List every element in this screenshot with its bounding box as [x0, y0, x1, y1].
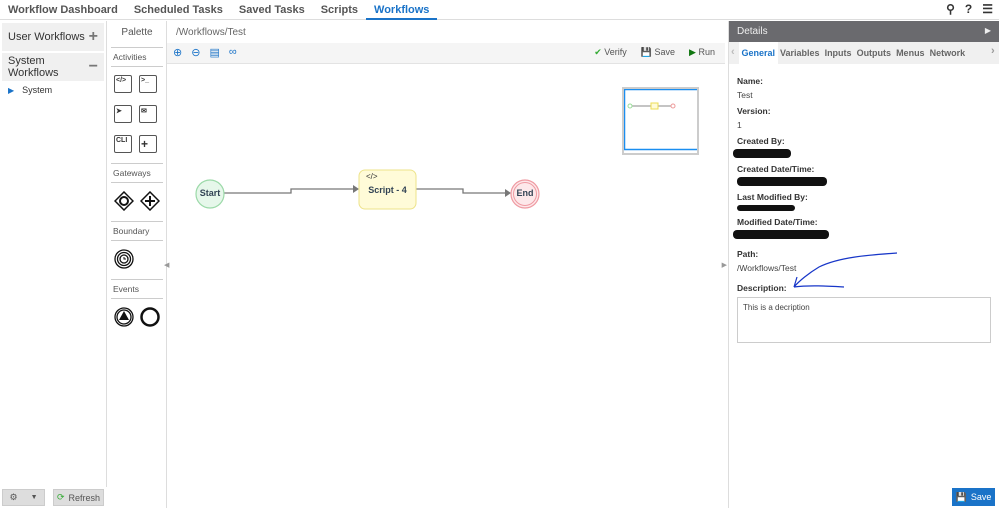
- cli-activity-icon[interactable]: CLI: [114, 135, 132, 153]
- description-label: Description:: [737, 283, 787, 293]
- details-tabs: ‹ General Variables Inputs Outputs Menus…: [729, 42, 999, 64]
- events-heading: Events: [111, 279, 163, 299]
- redacted-modified-by: [737, 205, 795, 211]
- version-label: Version:: [737, 106, 771, 116]
- verify-button[interactable]: ✔ Verify: [594, 47, 627, 57]
- redacted-created-by: [733, 149, 791, 158]
- tab-outputs[interactable]: Outputs: [856, 48, 892, 58]
- left-footer: ⚙ ▼ ⟳Refresh: [0, 487, 107, 508]
- name-value: Test: [737, 90, 753, 100]
- search-icon[interactable]: ⚲: [946, 2, 955, 16]
- gateways-heading: Gateways: [111, 163, 163, 183]
- tab-inputs[interactable]: Inputs: [824, 48, 852, 58]
- arrowhead: [353, 185, 359, 193]
- caret-right-icon[interactable]: ▶: [8, 86, 15, 95]
- refresh-icon: ⟳: [56, 492, 65, 502]
- terminal-activity-icon[interactable]: >_: [139, 75, 157, 93]
- code-icon: </>: [366, 172, 378, 181]
- tab-scripts[interactable]: Scripts: [320, 4, 359, 16]
- workflow-diagram: [195, 169, 540, 210]
- signal-event-icon[interactable]: [114, 307, 134, 327]
- tab-scheduled-tasks[interactable]: Scheduled Tasks: [133, 4, 223, 16]
- check-icon: ✔: [594, 47, 602, 57]
- zoom-out-icon[interactable]: ⊖: [191, 47, 201, 59]
- arrowhead: [505, 189, 511, 197]
- created-by-label: Created By:: [737, 136, 785, 146]
- play-icon: ▶: [689, 47, 696, 57]
- minimap-view: [623, 88, 701, 151]
- script-node-label: Script - 4: [368, 185, 407, 195]
- tab-menus[interactable]: Menus: [896, 48, 925, 58]
- minus-icon[interactable]: −: [88, 58, 98, 75]
- start-node[interactable]: [195, 179, 225, 209]
- palette-panel: Palette Activities </> >_ ➤ ✉ CLI + Gate…: [108, 21, 167, 487]
- user-workflows-header[interactable]: User Workflows+: [2, 23, 104, 51]
- canvas-toolbar: ⊕ ⊖ ▤ ∞ ✔ Verify 💾 Save ▶ Run: [167, 43, 725, 64]
- name-label: Name:: [737, 76, 763, 86]
- floppy-icon: 💾: [640, 47, 653, 57]
- details-save-button[interactable]: 💾Save: [952, 488, 995, 506]
- handwritten-arrow-annotation: [793, 252, 898, 288]
- mail-activity-icon[interactable]: ✉: [139, 105, 157, 123]
- palette-title: Palette: [121, 27, 153, 38]
- gear-icon: ⚙: [9, 492, 18, 502]
- add-activity-icon[interactable]: +: [139, 135, 157, 153]
- caret-down-icon: ▼: [30, 494, 38, 501]
- connector-script-end[interactable]: [416, 188, 507, 194]
- tabs-scroll-left-icon[interactable]: ‹: [731, 46, 735, 58]
- script-activity-icon[interactable]: </>: [114, 75, 132, 93]
- zoom-in-icon[interactable]: ⊕: [173, 47, 183, 59]
- collapse-details-handle[interactable]: ▶: [721, 262, 727, 269]
- timer-boundary-icon[interactable]: [114, 249, 134, 269]
- redacted-created-date: [737, 177, 827, 186]
- minimap[interactable]: [622, 87, 701, 155]
- workflow-tree-panel: User Workflows+ System Workflows− ▶Syste…: [0, 21, 107, 487]
- tab-saved-tasks[interactable]: Saved Tasks: [238, 4, 305, 16]
- script-node[interactable]: [358, 169, 417, 210]
- inclusive-gateway-icon[interactable]: [114, 191, 134, 211]
- tab-workflow-dashboard[interactable]: Workflow Dashboard: [8, 4, 118, 16]
- end-event-icon[interactable]: [140, 307, 160, 327]
- tree-item-system[interactable]: ▶System: [8, 85, 53, 95]
- tab-network[interactable]: Network: [929, 48, 966, 58]
- details-panel: Details▶ ‹ General Variables Inputs Outp…: [728, 21, 999, 508]
- menu-icon[interactable]: ☰: [982, 2, 993, 16]
- floppy-icon: 💾: [955, 491, 967, 502]
- last-modified-by-label: Last Modified By:: [737, 192, 808, 202]
- activities-heading: Activities: [111, 47, 163, 67]
- redacted-modified-date: [733, 230, 829, 239]
- help-icon[interactable]: ?: [964, 2, 973, 16]
- save-workflow-button[interactable]: 💾 Save: [640, 47, 676, 57]
- description-textarea[interactable]: This is a decription: [737, 297, 991, 343]
- tabs-scroll-right-icon[interactable]: ›: [991, 42, 999, 64]
- run-button[interactable]: ▶ Run: [689, 47, 715, 57]
- refresh-button[interactable]: ⟳Refresh: [53, 489, 104, 506]
- top-nav: Workflow Dashboard Scheduled Tasks Saved…: [0, 0, 999, 20]
- tab-variables[interactable]: Variables: [780, 48, 820, 58]
- tab-general[interactable]: General: [739, 42, 778, 64]
- parallel-gateway-icon[interactable]: [140, 191, 160, 211]
- start-node-label: Start: [199, 188, 221, 198]
- settings-dropdown-button[interactable]: ⚙ ▼: [2, 489, 45, 506]
- send-activity-icon[interactable]: ➤: [114, 105, 132, 123]
- system-workflows-header[interactable]: System Workflows−: [2, 53, 104, 81]
- collapse-arrow-icon[interactable]: ▶: [984, 26, 991, 35]
- modified-date-label: Modified Date/Time:: [737, 217, 818, 227]
- workflow-canvas[interactable]: /Workflows/Test ⊕ ⊖ ▤ ∞ ✔ Verify 💾 Save …: [164, 21, 727, 508]
- connector-start-script[interactable]: [224, 188, 357, 194]
- end-node-label: End: [516, 188, 534, 198]
- map-icon[interactable]: ▤: [209, 47, 220, 59]
- plus-icon[interactable]: +: [88, 28, 98, 45]
- end-node[interactable]: [510, 179, 540, 209]
- version-value: 1: [737, 120, 742, 130]
- tab-workflows[interactable]: Workflows: [366, 0, 438, 20]
- boundary-heading: Boundary: [111, 221, 163, 241]
- path-value: /Workflows/Test: [737, 263, 797, 273]
- created-date-label: Created Date/Time:: [737, 164, 815, 174]
- path-label: Path:: [737, 249, 759, 259]
- workflow-path: /Workflows/Test: [176, 27, 246, 38]
- details-header: Details▶: [729, 21, 999, 42]
- link-icon[interactable]: ∞: [228, 46, 237, 58]
- collapse-palette-handle[interactable]: ◀: [164, 262, 170, 269]
